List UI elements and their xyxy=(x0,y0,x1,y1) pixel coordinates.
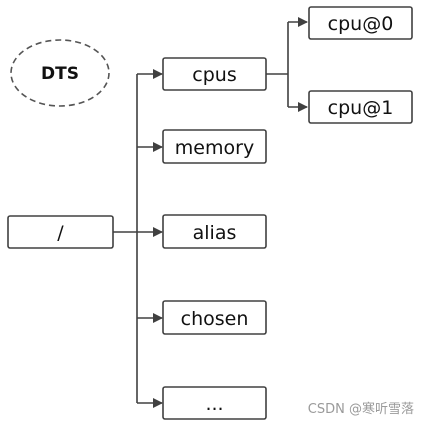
dts-badge: DTS xyxy=(10,39,110,107)
root-node: / xyxy=(7,215,114,249)
node-cpus: cpus xyxy=(162,57,267,91)
node-chosen-label: chosen xyxy=(181,308,249,330)
node-cpu1-label: cpu@1 xyxy=(328,97,394,119)
node-more-label: ... xyxy=(205,393,223,415)
node-memory: memory xyxy=(162,129,267,164)
node-cpu1: cpu@1 xyxy=(308,90,413,124)
dts-badge-label: DTS xyxy=(41,64,79,84)
node-more: ... xyxy=(162,386,267,420)
node-chosen: chosen xyxy=(162,300,267,335)
node-cpu0: cpu@0 xyxy=(308,6,413,40)
node-alias: alias xyxy=(162,214,267,249)
root-node-label: / xyxy=(57,222,64,244)
watermark: CSDN @寒听雪落 xyxy=(308,401,414,417)
node-cpus-label: cpus xyxy=(192,64,236,86)
node-alias-label: alias xyxy=(193,222,237,244)
connectors xyxy=(113,17,308,408)
node-cpu0-label: cpu@0 xyxy=(328,13,394,35)
node-memory-label: memory xyxy=(175,137,254,159)
